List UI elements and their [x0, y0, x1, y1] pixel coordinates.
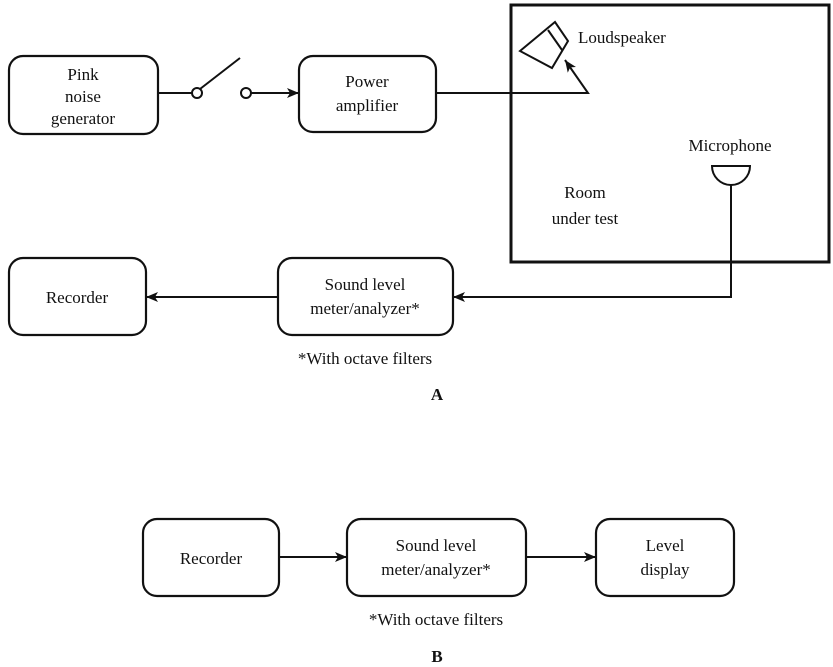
room-enclosure: [509, 3, 831, 264]
recorder-a-label: Recorder: [46, 288, 109, 307]
footnote-a: *With octave filters: [298, 349, 432, 368]
footnote-b: *With octave filters: [369, 610, 503, 629]
mic-to-slm-line: [453, 185, 732, 302]
power-amp-label-line2: amplifier: [336, 96, 399, 115]
diagram-a: Room under test Pink noise generator Pow…: [7, 3, 831, 404]
level-display-label-line1: Level: [646, 536, 685, 555]
microphone-icon: [710, 165, 752, 186]
slm-a-label-line2: meter/analyzer*: [310, 299, 420, 318]
diagram-b-label: B: [431, 647, 442, 666]
power-amplifier-block: Power amplifier: [297, 54, 438, 134]
pink-noise-label-line1: Pink: [67, 65, 99, 84]
diagram-b: Recorder Sound level meter/analyzer* Lev…: [141, 517, 736, 666]
loudspeaker-icon: [518, 20, 570, 70]
power-amp-label-line1: Power: [345, 72, 389, 91]
slm-block-b: Sound level meter/analyzer*: [345, 517, 528, 598]
slm-b-label-line1: Sound level: [396, 536, 477, 555]
loudspeaker-label: Loudspeaker: [578, 28, 666, 47]
slm-block-a: Sound level meter/analyzer*: [276, 256, 455, 337]
slm-b-label-line2: meter/analyzer*: [381, 560, 491, 579]
slm-a-label-line1: Sound level: [325, 275, 406, 294]
recorder-b-label: Recorder: [180, 549, 243, 568]
diagram-a-label: A: [431, 385, 444, 404]
recorder-block-b: Recorder: [141, 517, 281, 598]
pink-noise-label-line3: generator: [51, 109, 116, 128]
microphone-label: Microphone: [688, 136, 771, 155]
switch-symbol: [158, 57, 299, 99]
recorder-block-a: Recorder: [7, 256, 148, 337]
pink-noise-label-line2: noise: [65, 87, 101, 106]
room-label-line1: Room: [564, 183, 606, 202]
level-display-label-line2: display: [640, 560, 690, 579]
level-display-block: Level display: [594, 517, 736, 598]
pink-noise-generator-block: Pink noise generator: [7, 54, 160, 136]
amp-to-speaker-line: [436, 59, 590, 94]
room-label-line2: under test: [552, 209, 619, 228]
